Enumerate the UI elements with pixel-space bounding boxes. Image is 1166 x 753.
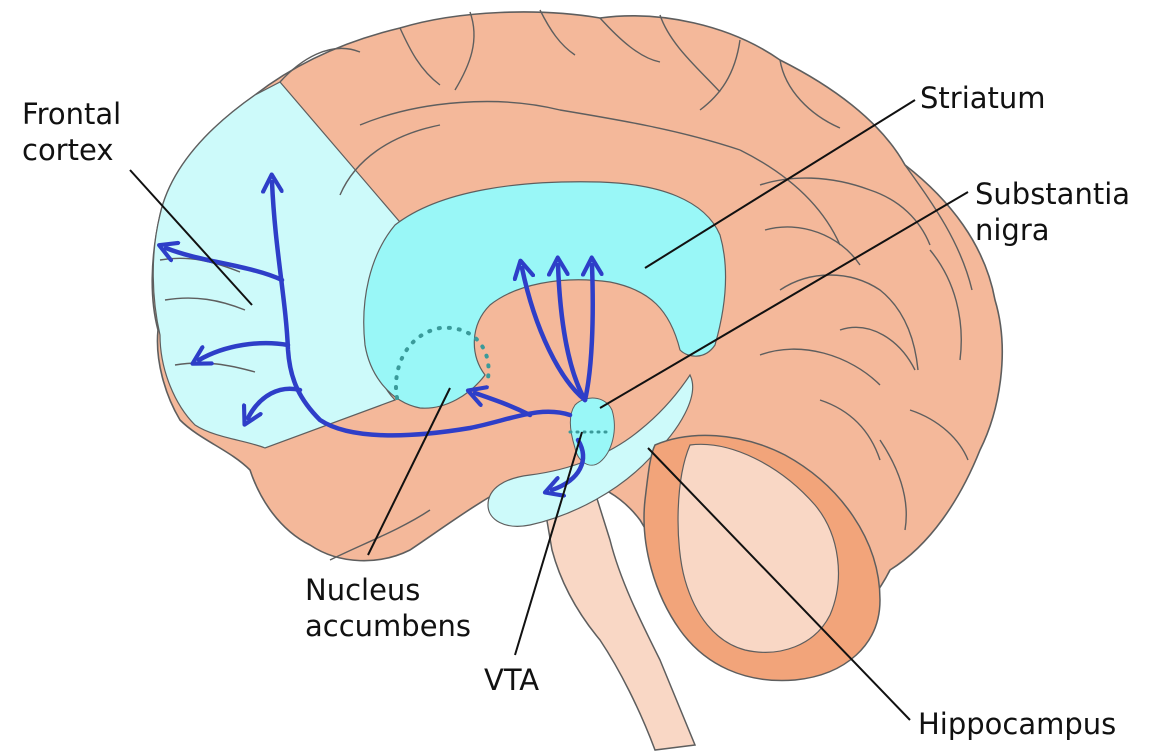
striatum-label: Striatum <box>920 80 1046 116</box>
frontal-cortex-label: Frontal cortex <box>22 96 121 168</box>
substantia-nigra-label: Substantia nigra <box>975 176 1130 248</box>
hippocampus-label: Hippocampus <box>918 706 1116 742</box>
nucleus-accumbens-label: Nucleus accumbens <box>305 572 471 644</box>
vta-label: VTA <box>484 662 539 698</box>
